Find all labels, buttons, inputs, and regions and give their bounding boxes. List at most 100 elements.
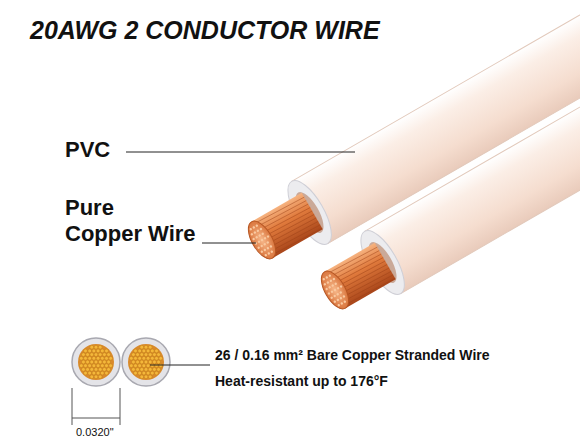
- strand-section: [105, 356, 109, 360]
- strand-section: [140, 353, 144, 357]
- strand-end: [336, 287, 339, 290]
- strand-end: [331, 284, 334, 287]
- strand-section: [146, 349, 150, 353]
- strand-section: [88, 356, 92, 360]
- cross-section: [122, 338, 170, 386]
- strand-section: [144, 368, 148, 372]
- strand-section: [148, 375, 152, 379]
- strand-section: [159, 356, 163, 360]
- strand-section: [148, 360, 152, 364]
- strand-end: [258, 234, 261, 237]
- strand-section: [134, 356, 138, 360]
- strand-line: [346, 277, 395, 307]
- strand-end: [252, 237, 255, 240]
- strand-line: [273, 227, 322, 257]
- strand-section: [96, 364, 100, 368]
- part-label: PVC: [65, 137, 110, 163]
- strand-section: [136, 353, 140, 357]
- strand-section: [157, 368, 161, 372]
- strand-section: [134, 364, 138, 368]
- strand-section: [157, 360, 161, 364]
- strand-section: [142, 356, 146, 360]
- strand-section: [100, 371, 104, 375]
- strand-end: [255, 236, 258, 239]
- strand-section: [136, 360, 140, 364]
- strand-section: [92, 364, 96, 368]
- strand-section: [86, 368, 90, 372]
- cross-section-core: [78, 344, 114, 380]
- strand-section: [94, 353, 98, 357]
- strand-section: [146, 356, 150, 360]
- strand-end: [255, 224, 258, 227]
- strand-section: [90, 368, 94, 372]
- strand-section: [92, 356, 96, 360]
- strand-section: [153, 353, 157, 357]
- strand-end: [334, 282, 337, 285]
- strand-section: [148, 345, 152, 349]
- title: 20AWG 2 CONDUCTOR WIRE: [30, 16, 380, 45]
- strand-end: [337, 303, 340, 306]
- strand-section: [90, 360, 94, 364]
- strand-section: [98, 360, 102, 364]
- cross-section-core: [128, 344, 164, 380]
- spec-note: Heat-resistant up to 176°F: [215, 373, 388, 389]
- strand-section: [98, 345, 102, 349]
- strand-end: [325, 276, 328, 279]
- strand-end: [330, 296, 333, 299]
- strand-section: [82, 360, 86, 364]
- strand-end: [260, 238, 263, 241]
- strand-section: [84, 349, 88, 353]
- strand-section: [134, 349, 138, 353]
- strand-section: [86, 353, 90, 357]
- copper-leader: [202, 243, 256, 244]
- strand-section: [90, 353, 94, 357]
- strand-end: [260, 250, 263, 253]
- strand-end: [249, 228, 252, 231]
- strand-end: [263, 237, 266, 240]
- strand-section: [98, 375, 102, 379]
- strand-end: [253, 231, 256, 234]
- strand-section: [144, 360, 148, 364]
- strand-section: [94, 368, 98, 372]
- strand-end: [266, 235, 269, 238]
- strand-section: [155, 371, 159, 375]
- strand-section: [88, 349, 92, 353]
- strand-section: [90, 375, 94, 379]
- dimension-extension: [120, 388, 121, 425]
- strand-section: [105, 364, 109, 368]
- strand-end: [330, 290, 333, 293]
- strand-section: [100, 356, 104, 360]
- strand-section: [148, 353, 152, 357]
- strand-end: [333, 288, 336, 291]
- strand-section: [142, 364, 146, 368]
- strand-section: [132, 360, 136, 364]
- strand-line: [344, 273, 393, 303]
- strand-section: [86, 360, 90, 364]
- strand-end: [257, 246, 260, 249]
- strand-section: [153, 360, 157, 364]
- strand-section: [150, 364, 154, 368]
- strand-section: [94, 345, 98, 349]
- cable-right: [308, 1, 580, 326]
- strand-end: [328, 274, 331, 277]
- strand-end: [252, 226, 255, 229]
- strand-section: [157, 353, 161, 357]
- dimension-line: [72, 418, 120, 419]
- strand-section: [140, 375, 144, 379]
- strand-section: [100, 364, 104, 368]
- strand-section: [140, 368, 144, 372]
- strand-section: [150, 349, 154, 353]
- strand-section: [146, 371, 150, 375]
- strand-section: [92, 349, 96, 353]
- strand-end: [269, 245, 272, 248]
- strand-end: [260, 244, 263, 247]
- strand-section: [103, 368, 107, 372]
- strand-end: [256, 229, 259, 232]
- strand-section: [88, 364, 92, 368]
- strand-section: [140, 345, 144, 349]
- strand-section: [138, 364, 142, 368]
- strand-section: [103, 353, 107, 357]
- strand-section: [84, 364, 88, 368]
- strand-end: [339, 296, 342, 299]
